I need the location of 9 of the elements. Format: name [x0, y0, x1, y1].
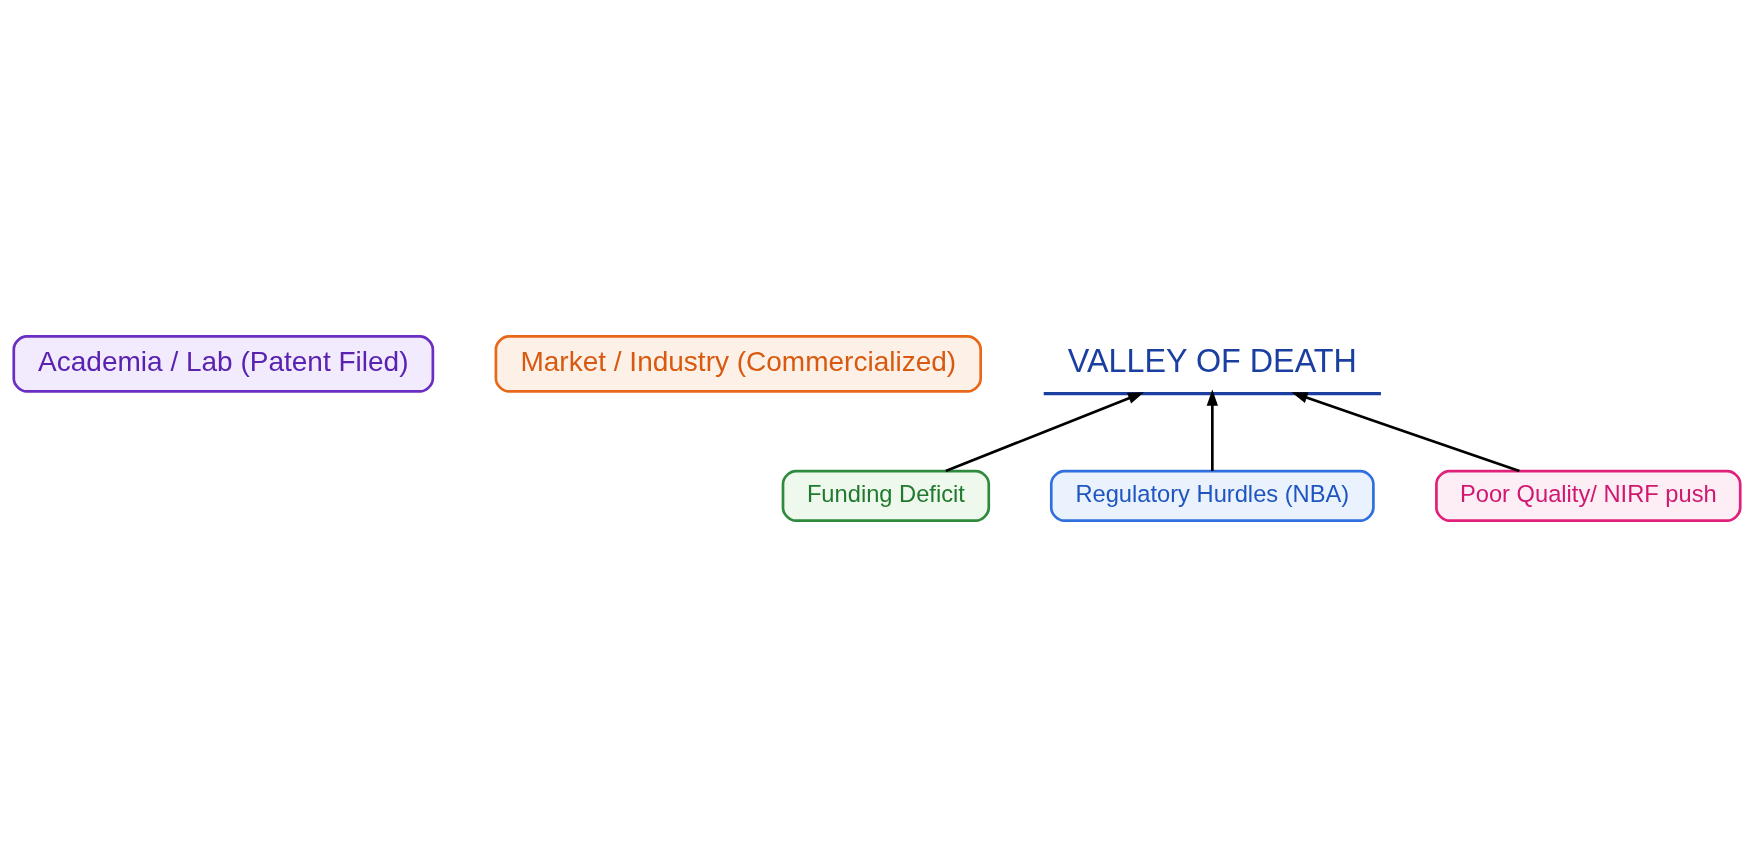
- arrow: [1206, 389, 1218, 471]
- node-box: Academia / Lab (Patent Filed): [12, 335, 435, 393]
- arrow: [1291, 392, 1520, 473]
- arrow: [945, 392, 1145, 473]
- node-box: Funding Deficit: [781, 469, 991, 523]
- node-box: Regulatory Hurdles (NBA): [1049, 469, 1375, 523]
- node-box: Poor Quality/ NIRF push: [1435, 469, 1742, 523]
- node-text: VALLEY OF DEATH: [1067, 343, 1357, 380]
- node-box: Market / Industry (Commercialized): [494, 335, 983, 393]
